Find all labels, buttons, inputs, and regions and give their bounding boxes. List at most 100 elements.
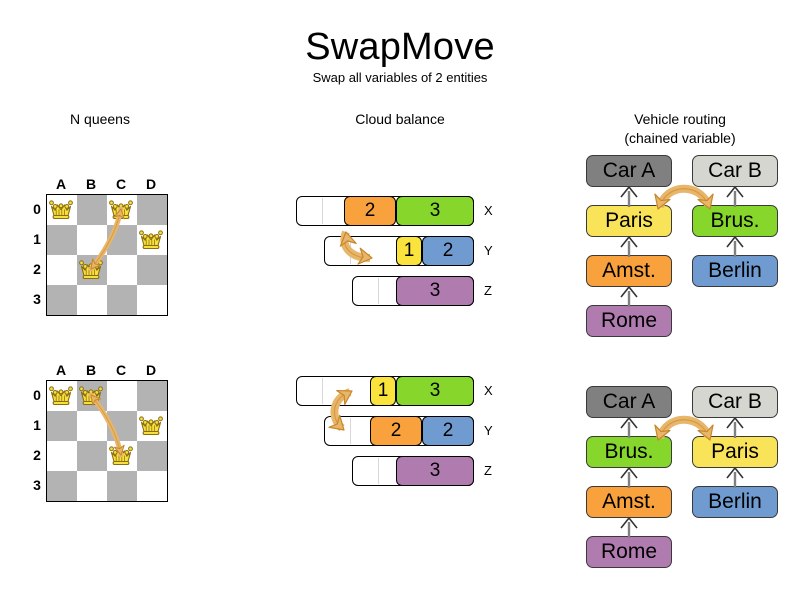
board-rank-label-3: 3 — [33, 477, 41, 493]
vr-node-car-b[interactable]: Car B — [692, 386, 778, 418]
board-cell-C2[interactable] — [107, 255, 137, 285]
board-cell-C3[interactable] — [107, 471, 137, 501]
board-cell-A2[interactable] — [47, 441, 77, 471]
board-cell-A1[interactable] — [47, 411, 77, 441]
board-cell-D2[interactable] — [137, 255, 167, 285]
vr-chain-link-arrow — [620, 287, 638, 307]
vr-chain-link-arrow — [726, 468, 744, 488]
vr-node-car-a[interactable]: Car A — [586, 386, 672, 418]
section-heading-cloudbalance: Cloud balance — [355, 111, 445, 127]
vr-chain-link-arrow — [620, 468, 638, 488]
board-file-label-B: B — [85, 176, 97, 192]
board-cell-B3[interactable] — [77, 471, 107, 501]
cloud-process-2[interactable]: 2 — [370, 416, 422, 446]
board-file-label-D: D — [145, 362, 157, 378]
cloud-process-2[interactable]: 2 — [344, 196, 396, 226]
board-rank-label-3: 3 — [33, 291, 41, 307]
vr-chain-link-arrow — [620, 518, 638, 538]
board-cell-A0[interactable] — [47, 381, 77, 411]
vr-node-berlin[interactable]: Berlin — [692, 486, 778, 518]
page-title: SwapMove — [305, 26, 495, 68]
vr-node-paris[interactable]: Paris — [692, 436, 778, 468]
board-cell-B2[interactable] — [77, 441, 107, 471]
cloud-process-2[interactable]: 2 — [422, 236, 474, 266]
section-heading-vehiclerouting: Vehicle routing (chained variable) — [580, 110, 780, 148]
cloud-process-3[interactable]: 3 — [396, 196, 474, 226]
page-subtitle: Swap all variables of 2 entities — [312, 70, 488, 85]
vr-node-rome[interactable]: Rome — [586, 305, 672, 337]
board-file-label-B: B — [85, 362, 97, 378]
cloud-process-2[interactable]: 2 — [422, 416, 474, 446]
board-cell-D3[interactable] — [137, 471, 167, 501]
board-cell-C0[interactable] — [107, 381, 137, 411]
board-cell-C0[interactable] — [107, 195, 137, 225]
board-rank-label-2: 2 — [33, 447, 41, 463]
board-rank-label-2: 2 — [33, 261, 41, 277]
cloud-computer-label-Y: Y — [484, 243, 493, 258]
board-rank-label-0: 0 — [33, 201, 41, 217]
board-cell-C1[interactable] — [107, 225, 137, 255]
board-cell-A2[interactable] — [47, 255, 77, 285]
vr-node-brus-[interactable]: Brus. — [692, 205, 778, 237]
cloud-process-1[interactable]: 1 — [370, 376, 396, 406]
vr-chain-link-arrow — [726, 237, 744, 257]
board-cell-B0[interactable] — [77, 381, 107, 411]
cloud-process-3[interactable]: 3 — [396, 276, 474, 306]
board-cell-D2[interactable] — [137, 441, 167, 471]
board-cell-B2[interactable] — [77, 255, 107, 285]
vr-chain-link-arrow — [620, 418, 638, 438]
board-cell-A3[interactable] — [47, 471, 77, 501]
board-cell-C3[interactable] — [107, 285, 137, 315]
board-cell-D0[interactable] — [137, 381, 167, 411]
board-cell-D3[interactable] — [137, 285, 167, 315]
board-cell-D0[interactable] — [137, 195, 167, 225]
vr-node-amst-[interactable]: Amst. — [586, 486, 672, 518]
board-cell-A3[interactable] — [47, 285, 77, 315]
board-file-label-C: C — [115, 362, 127, 378]
chessboard — [46, 194, 168, 316]
board-rank-label-1: 1 — [33, 417, 41, 433]
vehiclerouting-heading-line1: Vehicle routing — [634, 111, 726, 127]
vr-node-rome[interactable]: Rome — [586, 536, 672, 568]
cloud-computer-label-Z: Z — [484, 463, 492, 478]
cloud-capacity-divider — [350, 418, 351, 444]
board-cell-D1[interactable] — [137, 411, 167, 441]
board-cell-B0[interactable] — [77, 195, 107, 225]
cloud-process-1[interactable]: 1 — [396, 236, 422, 266]
board-file-label-C: C — [115, 176, 127, 192]
board-cell-B1[interactable] — [77, 411, 107, 441]
vr-node-amst-[interactable]: Amst. — [586, 255, 672, 287]
board-cell-B3[interactable] — [77, 285, 107, 315]
vr-node-berlin[interactable]: Berlin — [692, 255, 778, 287]
cloud-computer-label-Z: Z — [484, 283, 492, 298]
cloud-process-3[interactable]: 3 — [396, 376, 474, 406]
board-cell-A0[interactable] — [47, 195, 77, 225]
vr-node-paris[interactable]: Paris — [586, 205, 672, 237]
cloud-computer-label-X: X — [484, 383, 493, 398]
vr-chain-link-arrow — [620, 187, 638, 207]
cloud-capacity-divider — [378, 278, 379, 304]
cloud-computer-label-X: X — [484, 203, 493, 218]
vr-node-car-b[interactable]: Car B — [692, 155, 778, 187]
vr-node-car-a[interactable]: Car A — [586, 155, 672, 187]
board-cell-C1[interactable] — [107, 411, 137, 441]
board-cell-D1[interactable] — [137, 225, 167, 255]
vr-chain-link-arrow — [726, 418, 744, 438]
board-cell-A1[interactable] — [47, 225, 77, 255]
board-file-label-D: D — [145, 176, 157, 192]
board-cell-B1[interactable] — [77, 225, 107, 255]
cloud-process-3[interactable]: 3 — [396, 456, 474, 486]
cloud-capacity-divider — [322, 198, 323, 224]
vr-node-brus-[interactable]: Brus. — [586, 436, 672, 468]
cloud-computer-label-Y: Y — [484, 423, 493, 438]
board-cell-C2[interactable] — [107, 441, 137, 471]
